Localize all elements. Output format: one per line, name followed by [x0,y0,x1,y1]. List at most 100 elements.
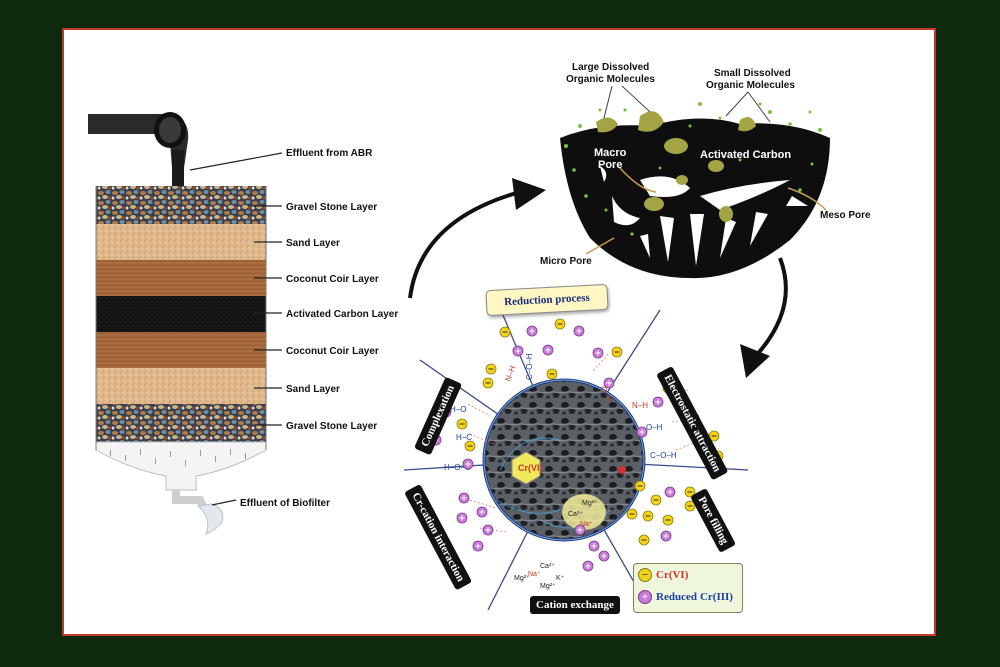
label-cation-exchange: Cation exchange [530,596,620,614]
gravel-layer-top [96,186,266,224]
label-small-molecules-2: Organic Molecules [706,80,795,91]
plus-mark-v [517,348,519,354]
large-molecules [596,111,756,133]
chem-h-o: H–O [450,405,466,414]
chem-c-o-h: C–O–H [525,353,534,380]
label-coir-top: Coconut Coir Layer [286,274,379,285]
arrow-to-mechanisms [750,257,788,362]
label-gravel-bottom: Gravel Stone Layer [286,421,377,432]
chem-mg-2: Mg²⁺ [540,583,556,590]
minus-mark [629,513,635,515]
minus-mark [687,491,693,493]
carbon-pores [600,166,808,266]
plus-mark-v [461,515,463,521]
effluent-stream [172,150,184,186]
chem-h-c: H–C [456,433,472,442]
chem-n-h: N–H [503,364,517,382]
chem-ca-center: Ca²⁺ [568,511,583,518]
plus-mark-v [593,543,595,549]
plus-mark-v [665,533,667,539]
arrow-head-carbon [512,178,546,210]
chem-oh2: O–H [646,423,663,432]
minus-mark [653,499,659,501]
chem-ca: Ca²⁺ [540,563,555,570]
plus-mark-v [531,328,533,334]
minus-mark [467,445,473,447]
mechanism-wheel: Cr(VI) Mg²⁺ Ca²⁺ Na⁺ H–O H–C H–O–C C–O–H… [403,307,749,611]
label-macro-pore-1: Macro [594,147,627,159]
legend-cr6-label: Cr(VI) [656,569,689,581]
label-sand-bottom: Sand Layer [286,384,340,395]
chem-coh2: C–O–H [650,451,677,460]
minus-mark [557,323,563,325]
minus-mark [459,423,465,425]
minus-mark [711,435,717,437]
minus-mark [485,382,491,384]
plus-icon: + [638,590,652,604]
carbon-hemisphere: Large Dissolved Organic Molecules Small … [540,62,871,279]
plus-mark-v [463,495,465,501]
chem-mg: Mg²⁺ [514,575,530,582]
label-coir-bottom: Coconut Coir Layer [286,346,379,357]
plus-mark-v [608,380,610,386]
legend-row-cr3: + Reduced Cr(III) [634,586,742,608]
plus-mark-v [477,543,479,549]
chem-k: K⁺ [556,575,565,582]
plus-mark-v [481,509,483,515]
plus-mark-v [603,553,605,559]
arrow-head-mechanisms [740,344,770,378]
label-carbon: Activated Carbon Layer [286,309,398,320]
label-micro-pore: Micro Pore [540,256,592,267]
carbon-layer [96,296,266,332]
minus-mark [641,539,647,541]
coir-layer-top [96,260,266,296]
plus-mark-v [487,527,489,533]
minus-mark [549,373,555,375]
plus-mark-v [547,347,549,353]
label-effluent-out: Effluent of Biofilter [240,498,330,509]
plus-mark-v [597,350,599,356]
minus-mark [637,485,643,487]
chem-n-h2: N–H [632,401,648,410]
legend: − Cr(VI) + Reduced Cr(III) [633,563,743,613]
label-sand-top: Sand Layer [286,238,340,249]
pore-hexagon [511,451,541,485]
label-gravel-top: Gravel Stone Layer [286,202,377,213]
plus-mark-v [669,489,671,495]
pore-hexagon-label: Cr(VI) [518,463,543,473]
plus-mark-v [578,328,580,334]
legend-cr3-label: Cr(III) [699,591,733,603]
label-activated-carbon: Activated Carbon [700,149,791,161]
small-molecules [564,102,822,236]
minus-mark [614,351,620,353]
legend-row-cr6: − Cr(VI) [634,564,742,586]
chem-na: Na⁺ [528,571,541,578]
minus-icon: − [638,568,652,582]
label-meso-pore: Meso Pore [820,210,871,221]
outlet-pipe [172,490,208,510]
legend-cr3-prefix: Reduced [656,591,697,603]
collection-funnel [95,441,267,491]
plus-mark-v [657,399,659,405]
coir-layer-bottom [96,332,266,368]
filter-column: Effluent from ABR Gravel Stone Layer San… [88,112,398,535]
minus-mark [502,331,508,333]
chem-na-center: Na⁺ [580,521,593,528]
minus-mark [687,505,693,507]
sand-layer-bottom [96,368,266,404]
plus-mark-v [467,461,469,467]
minus-mark [645,515,651,517]
outflow-splash [196,503,224,535]
label-large-molecules-1: Large Dissolved [572,62,649,73]
ion-dots [430,318,724,572]
chem-mg-center: Mg²⁺ [582,500,598,507]
minus-mark [665,519,671,521]
gravel-layer-bottom [96,404,266,442]
minus-mark [488,368,494,370]
arrow-to-carbon [408,190,521,299]
organic-molecules-in-pores [644,138,733,222]
label-effluent-in: Effluent from ABR [286,148,373,159]
chem-h-o-c: H–O–C [444,463,471,472]
plus-mark-v [579,527,581,533]
